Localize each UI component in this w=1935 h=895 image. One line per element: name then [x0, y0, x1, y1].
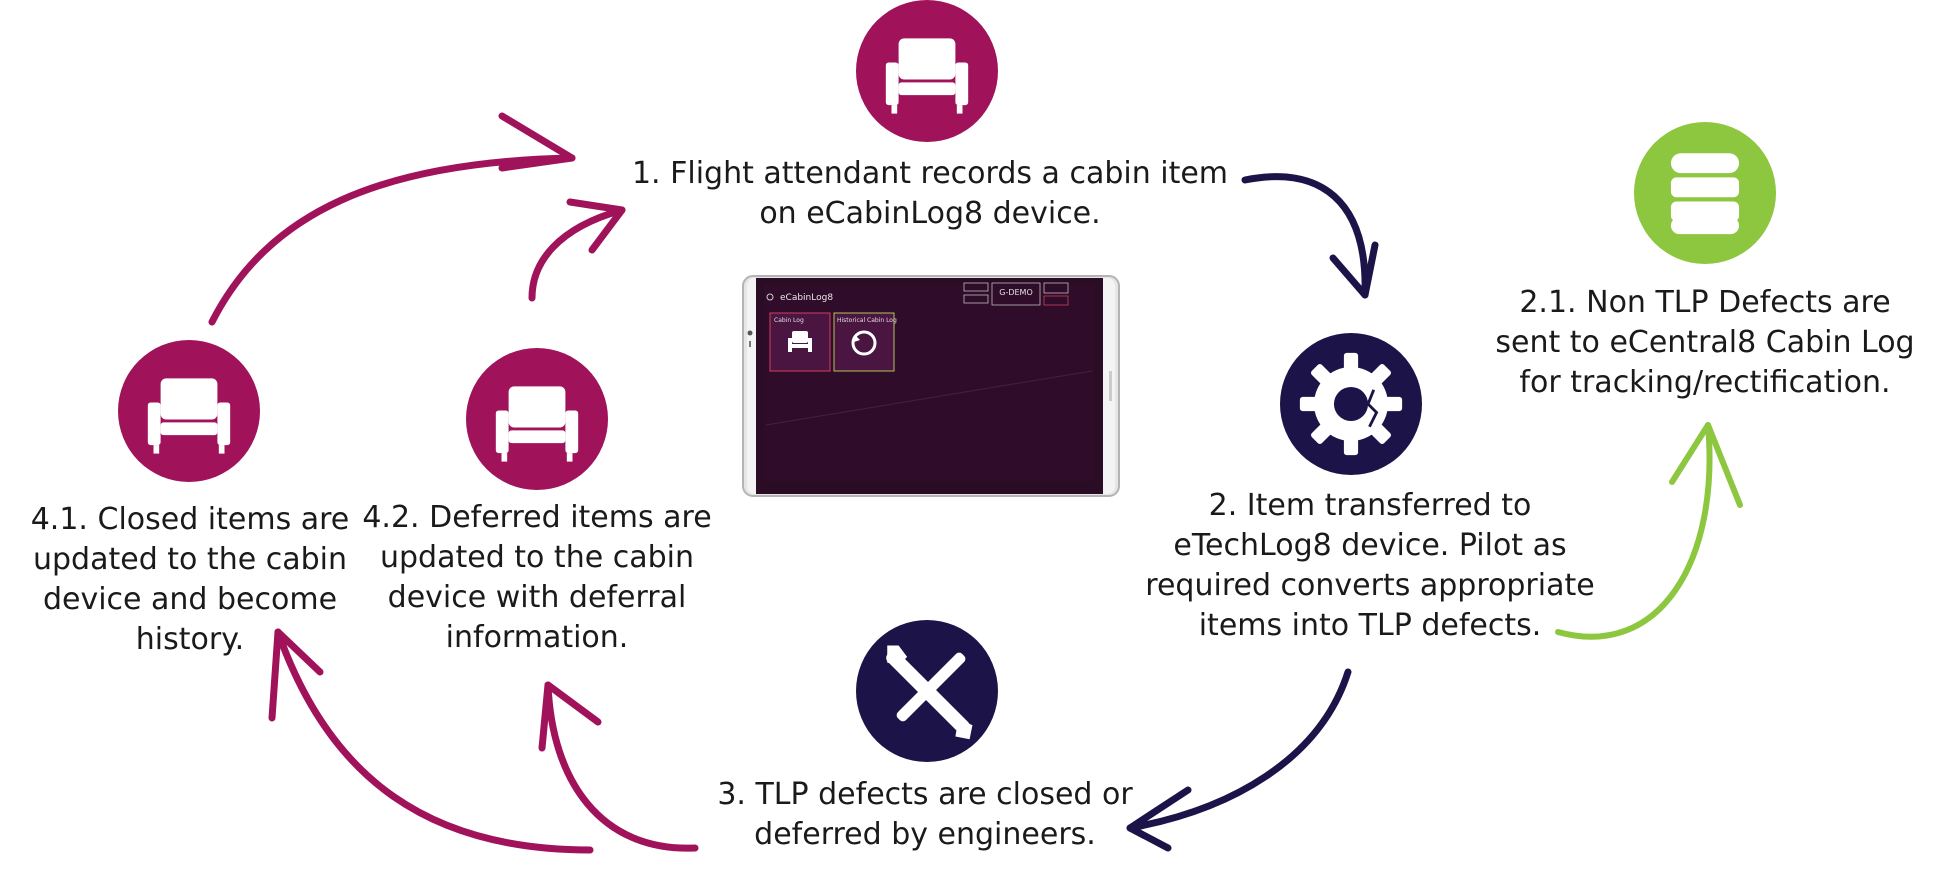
tablet-reg: G-DEMO	[999, 288, 1033, 297]
arrow-step2-to-step3	[1126, 668, 1352, 852]
step4-1-line: 4.1. Closed items are	[30, 502, 350, 537]
step2-line: required converts appropriate	[1145, 568, 1595, 603]
step2-label: 2. Item transferred to eTechLog8 device.…	[1120, 486, 1620, 646]
step2-1-label: 2.1. Non TLP Defects are sent to eCentra…	[1480, 283, 1930, 403]
step4-1-label: 4.1. Closed items are updated to the cab…	[10, 500, 370, 660]
tools-icon	[856, 620, 998, 762]
step3-line: deferred by engineers.	[754, 817, 1096, 852]
step1-label: 1. Flight attendant records a cabin item…	[600, 154, 1260, 234]
step4-1-line: updated to the cabin	[33, 542, 347, 577]
arrow-step4-1-to-step1	[208, 112, 576, 326]
step4-2-line: device with deferral	[387, 580, 687, 615]
step2-1-line: for tracking/rectification.	[1519, 365, 1891, 400]
arrow-step4-2-to-step1	[528, 198, 626, 302]
step2-1-line: 2.1. Non TLP Defects are	[1519, 285, 1891, 320]
armchair-icon	[118, 340, 260, 482]
step2-line: items into TLP defects.	[1198, 608, 1542, 643]
step4-2-line: updated to the cabin	[380, 540, 694, 575]
tablet-app-title: eCabinLog8	[780, 293, 833, 303]
step1-line: on eCabinLog8 device.	[759, 196, 1101, 231]
tablet-tile-history	[833, 312, 895, 372]
armchair-icon	[466, 348, 608, 490]
database-icon	[1634, 122, 1776, 264]
arrow-step3-to-step4-1	[268, 628, 594, 854]
step2-line: eTechLog8 device. Pilot as	[1173, 528, 1567, 563]
step3-line: 3. TLP defects are closed or	[717, 777, 1133, 812]
step4-2-line: 4.2. Deferred items are	[362, 500, 712, 535]
history-icon	[851, 330, 877, 356]
armchair-icon	[788, 331, 812, 352]
step4-2-label: 4.2. Deferred items are updated to the c…	[362, 498, 712, 658]
armchair-icon	[856, 0, 998, 142]
tablet-tile-label: Historical Cabin Log	[837, 317, 897, 324]
step3-label: 3. TLP defects are closed or deferred by…	[670, 775, 1180, 855]
arrow-step2-to-step2-1	[1555, 422, 1743, 640]
step4-1-line: device and become	[42, 582, 338, 617]
step1-line: 1. Flight attendant records a cabin item	[631, 156, 1229, 191]
tablet-device: eCabinLog8 G-DEMO Cabin Log Historical C…	[742, 275, 1120, 497]
step4-1-line: history.	[135, 622, 245, 657]
step2-1-line: sent to eCentral8 Cabin Log	[1495, 325, 1915, 360]
arrow-step1-to-step2	[1241, 173, 1379, 299]
step4-2-line: information.	[445, 620, 629, 655]
arrow-step3-to-step4-2	[538, 681, 699, 852]
tablet-tile-label: Cabin Log	[774, 317, 804, 324]
step2-line: 2. Item transferred to	[1208, 488, 1532, 523]
gear-icon	[1280, 333, 1422, 475]
